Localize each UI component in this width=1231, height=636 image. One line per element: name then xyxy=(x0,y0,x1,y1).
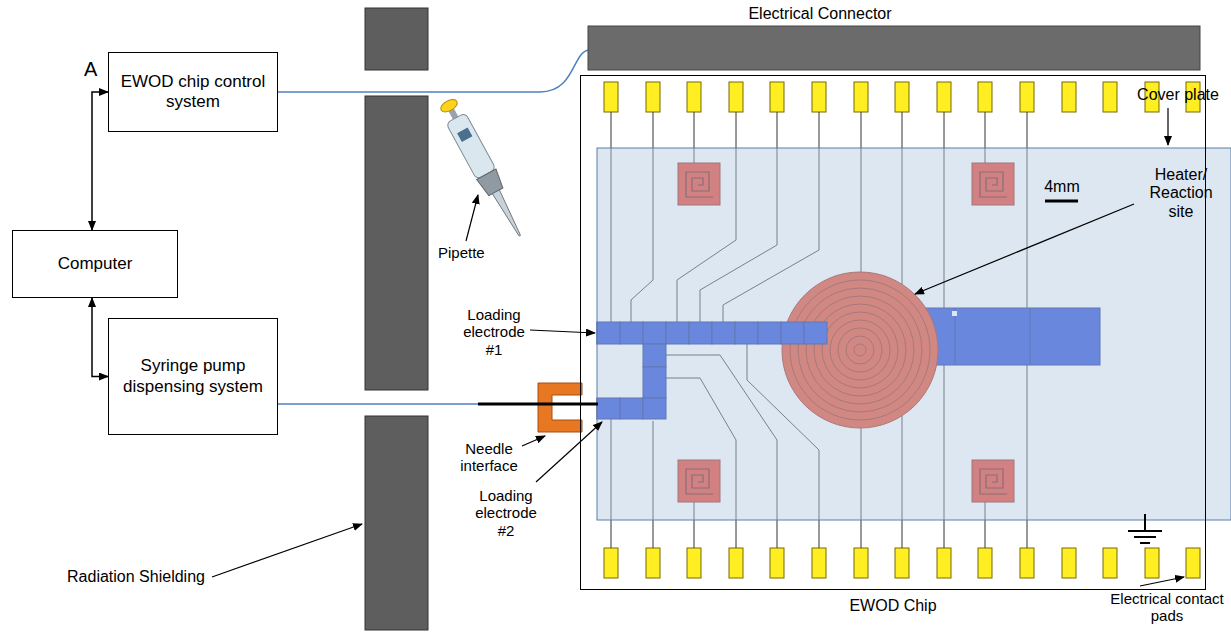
scale-bar xyxy=(1045,200,1078,203)
part-label: Electrical contact pads xyxy=(1108,590,1226,625)
contact-pads xyxy=(1020,82,1034,112)
connector-arrow xyxy=(92,92,108,230)
part-label: Electrical Connector xyxy=(740,5,900,23)
ground-symbol xyxy=(1134,536,1156,538)
dimension-label: 4mm xyxy=(1038,178,1086,196)
radiation-shielding xyxy=(365,8,428,630)
contact-pads xyxy=(1145,548,1159,578)
part-label: Heater/ Reaction site xyxy=(1136,166,1226,221)
contact-pads xyxy=(1062,548,1076,578)
contact-pads xyxy=(1103,82,1117,112)
part-label: Needle interface xyxy=(450,440,528,475)
needle-interface xyxy=(538,383,582,432)
electrical-connector xyxy=(588,26,1200,70)
contact-pads xyxy=(729,548,743,578)
leader-lines xyxy=(212,524,362,577)
node-label: Computer xyxy=(58,254,133,274)
control-system-box: EWOD chip control system xyxy=(108,52,278,132)
pipette xyxy=(457,127,472,142)
part-label: Loading electrode #1 xyxy=(458,306,530,358)
radiation-shielding xyxy=(365,96,428,390)
contact-pads xyxy=(812,548,826,578)
electrical-connector xyxy=(588,26,1200,70)
cover-plate xyxy=(597,148,1231,520)
contact-pads xyxy=(1186,548,1200,578)
leader-lines xyxy=(212,108,1184,586)
leader-lines xyxy=(1167,108,1168,145)
part-label: Loading electrode #2 xyxy=(470,487,542,539)
pipette xyxy=(446,113,496,180)
node-label: Syringe pump dispensing system xyxy=(115,356,271,397)
ewod-chip: EWOD Chip xyxy=(580,75,1206,590)
part-label: Cover plate xyxy=(1130,86,1226,104)
pipette xyxy=(492,190,523,238)
pipette xyxy=(437,96,530,241)
contact-pads xyxy=(895,548,909,578)
leader-lines xyxy=(536,422,602,482)
computer-box: Computer xyxy=(12,230,178,298)
contact-pads xyxy=(854,548,868,578)
syringe-line xyxy=(274,403,478,405)
contact-pads xyxy=(978,548,992,578)
contact-pads xyxy=(687,548,701,578)
leader-lines xyxy=(1140,577,1184,586)
contact-pads xyxy=(1020,548,1034,578)
control-cable xyxy=(274,50,590,92)
ground-symbol xyxy=(1128,530,1162,532)
panel-letter: A xyxy=(84,58,114,81)
contact-pads xyxy=(895,82,909,112)
contact-pads xyxy=(937,548,951,578)
radiation-shielding xyxy=(365,416,428,630)
ground-symbol xyxy=(1128,514,1162,543)
part-label: Radiation Shielding xyxy=(60,568,212,586)
part-label: Pipette xyxy=(438,244,500,261)
radiation-shielding xyxy=(365,8,428,70)
contact-pads xyxy=(812,82,826,112)
contact-pads xyxy=(646,548,660,578)
node-label: EWOD chip control system xyxy=(115,72,271,113)
contact-pads xyxy=(937,82,951,112)
leader-lines xyxy=(466,195,478,241)
control-cable xyxy=(274,50,590,92)
contact-pads xyxy=(770,548,784,578)
ground-symbol xyxy=(1144,514,1146,531)
contact-pads xyxy=(687,82,701,112)
scale-bar xyxy=(1045,201,1078,202)
leader-lines xyxy=(530,330,595,333)
connector-arrow xyxy=(92,298,108,377)
syringe-pump-box: Syringe pump dispensing system xyxy=(108,318,278,435)
contact-pads xyxy=(646,82,660,112)
syringe-line xyxy=(274,404,478,405)
contact-pads xyxy=(854,82,868,112)
contact-pads xyxy=(1062,82,1076,112)
ground-symbol xyxy=(1140,542,1150,544)
leader-lines xyxy=(915,204,1134,294)
contact-pads xyxy=(604,548,618,578)
cover-plate xyxy=(597,148,1231,520)
contact-pads xyxy=(729,82,743,112)
pipette xyxy=(439,97,460,114)
contact-pads xyxy=(770,82,784,112)
contact-pads xyxy=(1103,548,1117,578)
contact-pads xyxy=(604,82,618,112)
contact-pads xyxy=(978,82,992,112)
leader-lines xyxy=(522,436,545,446)
